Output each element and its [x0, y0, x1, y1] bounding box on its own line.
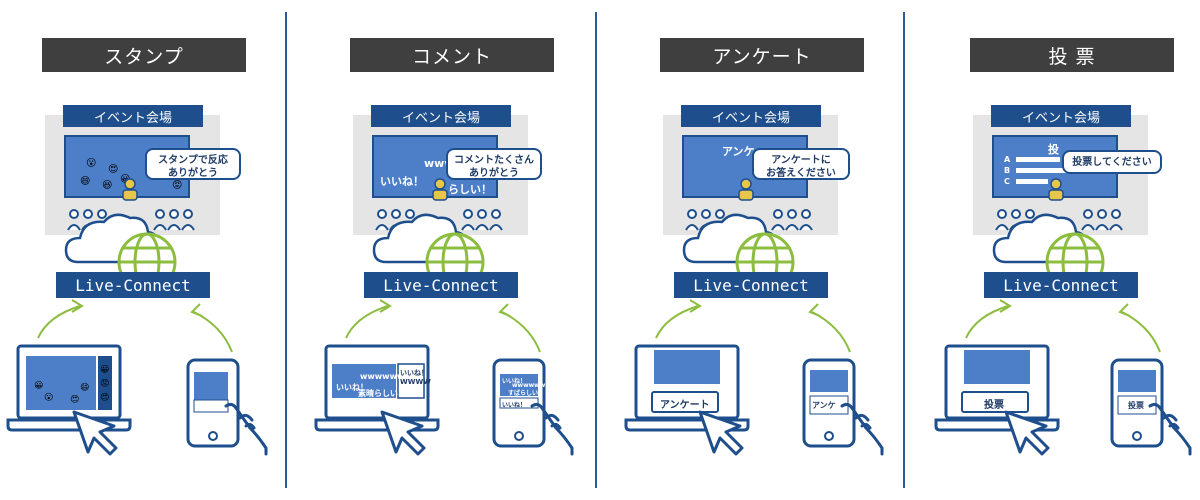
- arrow-right-icon: [811, 311, 851, 353]
- vote-illustration: [934, 178, 1192, 456]
- hand-icon: [224, 402, 268, 456]
- phone-icon: [492, 358, 546, 448]
- hand-icon: [1148, 402, 1192, 456]
- cursor-icon: [1004, 410, 1050, 456]
- laptop-icon: [934, 344, 1060, 432]
- laptop-icon: [624, 344, 750, 432]
- tab-comment: コメント: [350, 38, 554, 72]
- live-connect-label: Live-Connect: [56, 272, 210, 298]
- vote-bar: [1016, 157, 1060, 162]
- presenter-icon: [738, 178, 754, 201]
- arrow-left-icon: [37, 305, 81, 339]
- live-connect-label: Live-Connect: [364, 272, 518, 298]
- cursor-icon: [380, 410, 426, 456]
- laptop-side-comment: いいね！: [400, 369, 428, 377]
- panel-stamp: スタンプ イベント会場 😮 😍 😄 😆 😀 😡 スタンプで反応 ありがとう: [0, 0, 300, 500]
- divider-2: [595, 12, 597, 488]
- divider-3: [903, 12, 905, 488]
- screen-comment: いいね！: [380, 175, 424, 188]
- svg-text:😀: 😀: [100, 364, 109, 375]
- presenter-icon: [122, 178, 138, 201]
- cursor-icon: [72, 410, 118, 456]
- arrow-left-icon: [345, 305, 389, 339]
- phone-icon: [802, 358, 856, 448]
- screen-title: アンケ: [722, 145, 755, 158]
- svg-text:😡: 😡: [100, 378, 109, 389]
- survey-illustration: [624, 178, 884, 456]
- cursor-icon: [698, 410, 744, 456]
- tab-stamp: スタンプ: [42, 38, 246, 72]
- hand-icon: [530, 402, 574, 456]
- live-connect-label: Live-Connect: [674, 272, 828, 298]
- svg-text:😍: 😍: [70, 394, 79, 405]
- laptop-comment: wwwwww: [360, 372, 405, 381]
- venue-label: イベント会場: [63, 105, 203, 127]
- laptop-side-comment: WWWW: [400, 378, 431, 386]
- vote-option-c: C: [1004, 177, 1010, 186]
- speech-bubble: コメントたくさん ありがとう: [446, 148, 542, 180]
- vote-bar: [1016, 168, 1074, 173]
- speech-bubble: 投票してください: [1062, 150, 1162, 174]
- phone-comment: wwwwww: [512, 382, 546, 389]
- screen-title: 投: [1048, 143, 1059, 156]
- laptop-comment: いいね！: [336, 383, 368, 392]
- venue-label: イベント会場: [371, 105, 511, 127]
- arrow-left-icon: [655, 305, 699, 339]
- svg-text:😄: 😄: [80, 382, 89, 393]
- laptop-vote-button: 投票: [984, 400, 1004, 411]
- panel-vote: 投 票 イベント会場 投 A B C 投票してください: [928, 0, 1200, 500]
- arrow-right-icon: [501, 311, 541, 353]
- stamp-illustration: 😀😮😍 😄😀😡😍: [6, 178, 268, 456]
- screen-comment: らしい！: [448, 183, 492, 196]
- divider-1: [285, 12, 287, 488]
- hand-icon: [840, 402, 884, 456]
- phone-icon: [186, 358, 240, 448]
- presenter-icon: [432, 178, 448, 201]
- vote-bar: [1016, 179, 1048, 184]
- panel-comment: コメント イベント会場 wwww いいね！ らしい！ コメントたくさん ありがと…: [308, 0, 608, 500]
- phone-comment: すばらしい！: [508, 390, 545, 397]
- speech-bubble: スタンプで反応 ありがとう: [145, 148, 241, 180]
- laptop-icon: [6, 344, 132, 432]
- arrow-right-icon: [1121, 311, 1161, 353]
- vote-option-a: A: [1004, 155, 1011, 164]
- venue-label: イベント会場: [991, 105, 1131, 127]
- laptop-emoji-icon: 😀😮😍 😄😀😡😍: [34, 364, 109, 405]
- phone-icon: [1110, 358, 1164, 448]
- venue-label: イベント会場: [681, 105, 821, 127]
- comment-illustration: [314, 178, 574, 456]
- arrow-right-icon: [193, 311, 233, 353]
- laptop-icon: [314, 344, 440, 432]
- live-connect-label: Live-Connect: [984, 272, 1138, 298]
- phone-comment: いいね！: [502, 378, 527, 385]
- svg-text:😮: 😮: [44, 392, 53, 403]
- phone-comment: いいね！: [502, 402, 527, 409]
- arrow-left-icon: [965, 305, 1009, 339]
- phone-vote-button: 投票: [1128, 401, 1144, 410]
- speech-bubble: アンケートに お答えください: [752, 148, 850, 180]
- tab-vote: 投 票: [970, 38, 1174, 72]
- laptop-survey-button: アンケート: [660, 400, 710, 411]
- phone-survey-button: アンケ: [812, 401, 836, 410]
- svg-text:😀: 😀: [34, 380, 43, 391]
- laptop-comment: 素晴らしい！: [358, 389, 406, 398]
- tab-survey: アンケート: [660, 38, 864, 72]
- vote-option-b: B: [1004, 166, 1011, 175]
- presenter-icon: [1048, 178, 1064, 201]
- svg-text:😍: 😍: [100, 392, 109, 403]
- panel-survey: アンケート イベント会場 アンケ アンケートに お答えください: [618, 0, 918, 500]
